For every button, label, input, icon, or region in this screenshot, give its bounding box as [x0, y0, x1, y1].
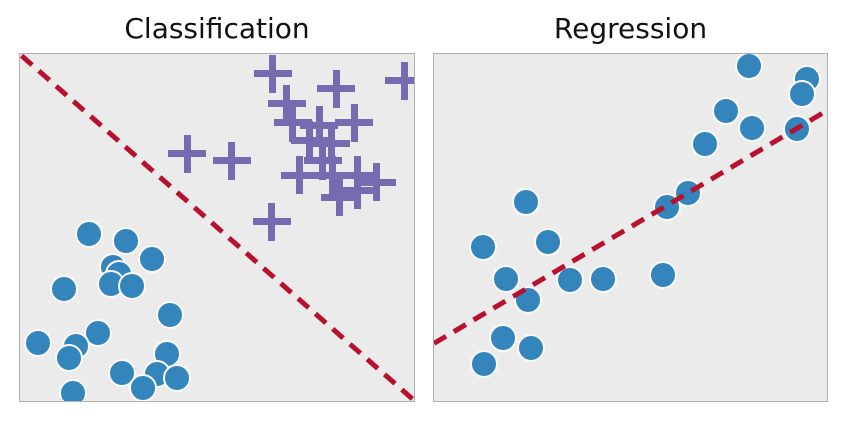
class-a-circles-marker: [129, 374, 158, 401]
regression-samples-marker: [491, 264, 520, 293]
class-a-circles-marker: [74, 220, 103, 249]
regression-samples-marker: [556, 265, 585, 294]
regression-samples-marker: [783, 114, 812, 143]
classification-plot-area: [19, 53, 415, 402]
class-a-circles-marker: [138, 244, 167, 273]
regression-samples-marker: [788, 79, 817, 108]
regression-samples-marker: [738, 113, 767, 142]
regression-samples-marker: [488, 324, 517, 353]
class-a-circles-marker: [54, 344, 83, 373]
regression-plot-area: [433, 53, 828, 402]
class-b-pluses-marker: [212, 141, 251, 180]
class-a-circles-marker: [23, 329, 52, 358]
class-a-circles-marker: [156, 300, 185, 329]
classification-title: Classification: [124, 12, 310, 45]
class-b-pluses-marker: [385, 61, 414, 100]
class-a-circles-marker: [58, 379, 87, 401]
class-b-pluses-marker: [317, 69, 356, 108]
class-b-pluses-marker: [168, 134, 207, 173]
regression-samples-marker: [513, 285, 542, 314]
class-a-circles-marker: [49, 274, 78, 303]
regression-samples-marker: [735, 54, 764, 80]
class-b-pluses-marker: [320, 178, 359, 217]
regression-samples-marker: [469, 350, 498, 379]
regression-samples-marker: [690, 129, 719, 158]
regression-samples-marker: [511, 188, 540, 217]
regression-title: Regression: [553, 12, 708, 45]
class-a-circles-marker: [118, 271, 147, 300]
class-a-circles-marker: [111, 227, 140, 256]
regression-samples-marker: [516, 334, 545, 363]
regression-samples-marker: [648, 260, 677, 289]
regression-samples-marker: [652, 193, 681, 222]
regression-samples-marker: [533, 228, 562, 257]
regression-samples-marker: [712, 96, 741, 125]
class-b-pluses-marker: [252, 202, 291, 241]
class-a-circles-marker: [163, 364, 192, 393]
regression-samples-marker: [588, 264, 617, 293]
regression-samples-marker: [468, 232, 497, 261]
